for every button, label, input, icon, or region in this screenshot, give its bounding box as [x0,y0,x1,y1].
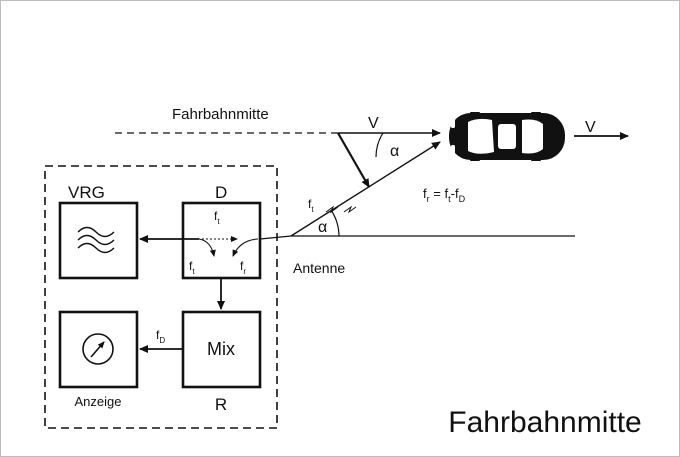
mix-block [181,310,262,389]
alpha-top-label: α [390,143,399,160]
angle-arc-top [375,132,384,158]
car-topview-icon [449,112,565,161]
d-ft-left-label: ft [189,259,195,276]
lane-centre-label: Fahrbahnmitte [172,106,269,123]
d-fr-label: fr [240,259,246,276]
vrg-label: VRG [68,183,105,202]
radial-component-arrow [337,132,370,188]
d-ft-curve-arrow [198,238,216,257]
r-label: R [215,395,227,414]
alpha-bottom-label: α [318,219,327,236]
gauge-needle-icon [82,333,114,365]
d-label: D [215,183,227,202]
mix-label: Mix [207,339,235,359]
antenna-label: Antenne [293,260,345,276]
d-block [181,201,262,280]
wave-indicator-upper [325,205,339,214]
display-label: Anzeige [75,394,122,409]
vrg-block [58,201,139,280]
doppler-equation: fr = ft-fD [423,186,466,204]
sine-waves-icon [77,226,115,254]
beam-ft-label: ft [308,197,314,214]
fd-arrow-label: fD [156,328,165,345]
angle-arc-bottom [330,209,340,237]
d-fr-curve-arrow [232,238,259,257]
caption-title: Fahrbahnmitte [448,406,641,439]
car-velocity-label: V [585,119,596,136]
wave-indicator-lower [343,205,357,214]
d-ft-top-label: ft [214,209,220,226]
antenna-feed-line [259,235,292,240]
velocity-label: V [368,115,379,132]
radar-beam-line [290,141,441,237]
